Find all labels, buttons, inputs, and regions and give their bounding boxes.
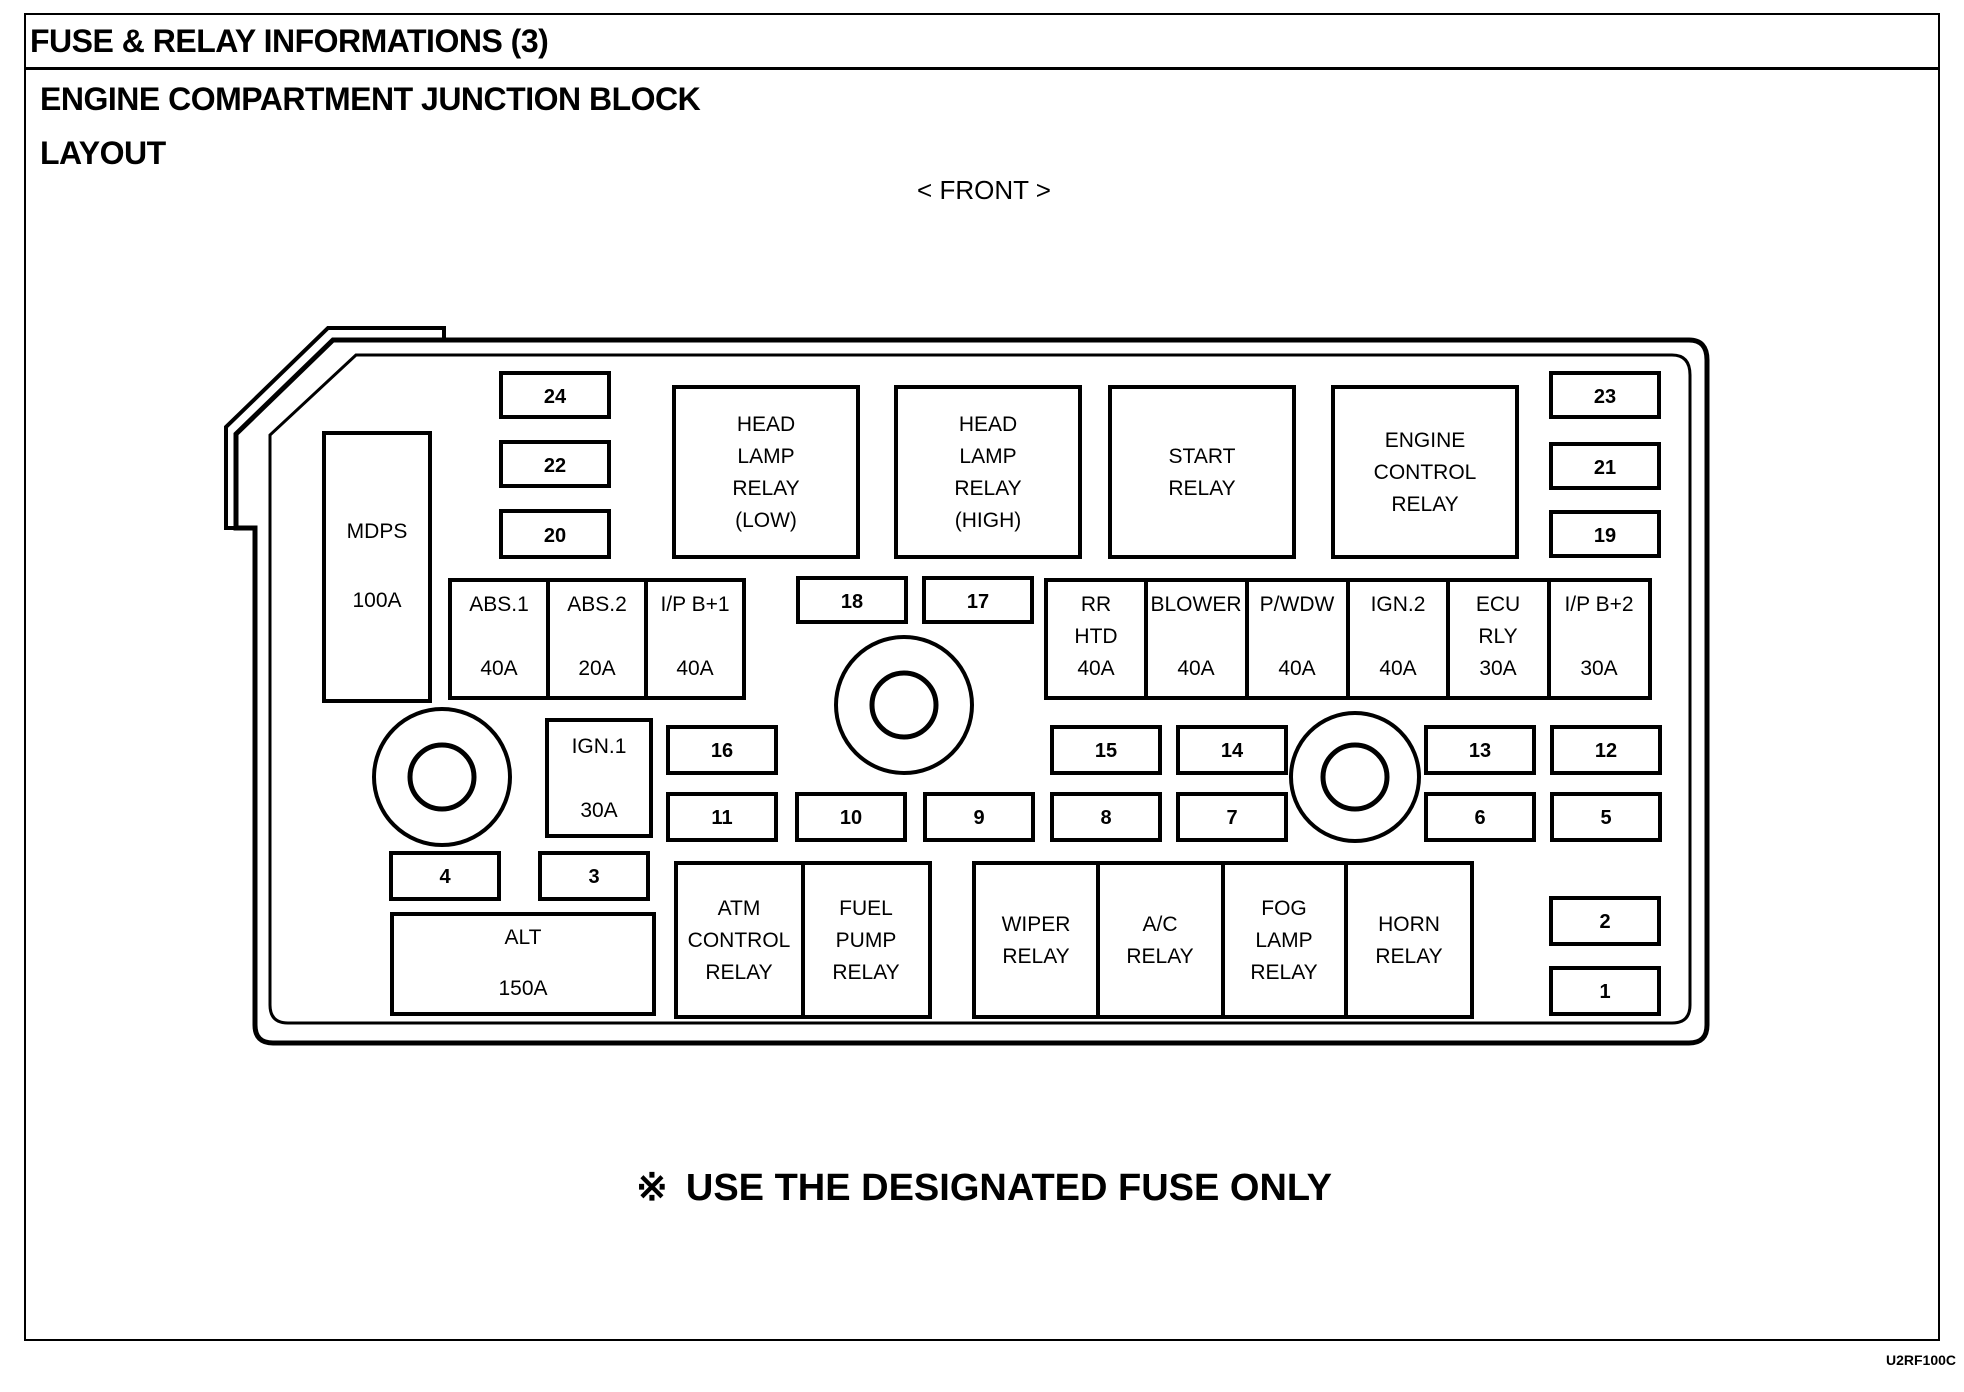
fuse-14: 14 (1221, 740, 1244, 762)
fuse-10: 10 (840, 807, 862, 829)
relay-engine-control-line: RELAY (1391, 493, 1458, 516)
link-ecu-rly-rating: 30A (1479, 657, 1516, 680)
fuse-19: 19 (1594, 525, 1616, 547)
fuse-24: 24 (544, 386, 567, 408)
relay-atm-control-line: ATM (718, 897, 761, 920)
relay-fog-lamp-line: LAMP (1255, 929, 1312, 952)
link-rr-htd-name: HTD (1074, 625, 1117, 648)
relay-head-lamp-high-line: LAMP (959, 445, 1016, 468)
relay-head-lamp-low-line: RELAY (732, 477, 799, 500)
warning-note: ※ USE THE DESIGNATED FUSE ONLY (26, 1165, 1942, 1210)
fuse-18: 18 (841, 591, 863, 613)
relay-fuel-pump-line: RELAY (832, 961, 899, 984)
fuse-1: 1 (1599, 981, 1610, 1003)
relay-horn-line: RELAY (1375, 945, 1442, 968)
link-ecu-rly-name: RLY (1478, 625, 1517, 648)
fuse-20: 20 (544, 525, 566, 547)
link-mdps-rating: 100A (352, 589, 401, 612)
relay-engine-control-line: CONTROL (1374, 461, 1477, 484)
link-ipb2-name: I/P B+2 (1564, 593, 1633, 616)
link-alt-rating: 150A (498, 977, 547, 1000)
housing-inner (268, 353, 1692, 1025)
relay-fog-lamp-line: RELAY (1250, 961, 1317, 984)
link-abs1-rating: 40A (480, 657, 517, 680)
image-code: U2RF100C (1885, 1352, 1956, 1368)
fuse-12: 12 (1595, 740, 1617, 762)
fuse-23: 23 (1594, 386, 1616, 408)
relay-wiper-line: RELAY (1002, 945, 1069, 968)
reference-mark-icon: ※ (636, 1167, 668, 1209)
relay-engine-control-line: ENGINE (1385, 429, 1466, 452)
fuse-15: 15 (1095, 740, 1117, 762)
bolt-hole-center (834, 635, 974, 775)
relay-fog-lamp-line: FOG (1261, 897, 1307, 920)
link-ipb1-rating: 40A (676, 657, 713, 680)
relay-start-line: RELAY (1168, 477, 1235, 500)
relay-wiper-line: WIPER (1002, 913, 1071, 936)
relay-head-lamp-low-line: LAMP (737, 445, 794, 468)
link-rr-htd-rating: 40A (1077, 657, 1114, 680)
link-abs2-rating: 20A (578, 657, 615, 680)
relay-atm-control-line: CONTROL (688, 929, 791, 952)
link-ipb1-name: I/P B+1 (660, 593, 729, 616)
note-text: USE THE DESIGNATED FUSE ONLY (685, 1167, 1332, 1209)
fuse-21: 21 (1594, 457, 1616, 479)
fuse-22: 22 (544, 455, 566, 477)
link-ecu-rly-name: ECU (1476, 593, 1520, 616)
fuse-3: 3 (588, 866, 599, 888)
section-title: LAYOUT (40, 135, 166, 171)
link-ign2-name: IGN.2 (1371, 593, 1426, 616)
relay-ac-line: RELAY (1126, 945, 1193, 968)
fuse-7: 7 (1226, 807, 1237, 829)
link-ipb2-rating: 30A (1580, 657, 1617, 680)
housing-outer (233, 337, 1710, 1046)
link-ign2-rating: 40A (1379, 657, 1416, 680)
link-alt-name: ALT (505, 926, 542, 949)
fuse-5: 5 (1600, 807, 1611, 829)
fuse-17: 17 (967, 591, 989, 613)
relay-horn-line: HORN (1378, 913, 1440, 936)
orientation-label: < FRONT > (917, 175, 1051, 205)
relay-head-lamp-high-line: RELAY (954, 477, 1021, 500)
fuse-8: 8 (1100, 807, 1111, 829)
fuse-9: 9 (973, 807, 984, 829)
relay-fuel-pump-line: FUEL (839, 897, 893, 920)
relay-fuel-pump-line: PUMP (836, 929, 897, 952)
bolt-hole-left (372, 707, 512, 847)
block-title: ENGINE COMPARTMENT JUNCTION BLOCK (40, 81, 701, 117)
fuse-4: 4 (439, 866, 451, 888)
fuse-11: 11 (711, 807, 732, 829)
link-pwdw-name: P/WDW (1260, 593, 1335, 616)
housing-tab (224, 326, 446, 530)
relay-head-lamp-low-line: HEAD (737, 413, 795, 436)
relay-head-lamp-high-line: (HIGH) (955, 509, 1022, 532)
bolt-hole-right (1289, 711, 1421, 843)
link-ign1-name: IGN.1 (572, 735, 627, 758)
fuse-6: 6 (1474, 807, 1485, 829)
link-pwdw-rating: 40A (1278, 657, 1315, 680)
link-rr-htd-name: RR (1081, 593, 1111, 616)
relay-head-lamp-low-line: (LOW) (735, 509, 797, 532)
relay-atm-control-line: RELAY (705, 961, 772, 984)
link-mdps-name: MDPS (347, 520, 408, 543)
relay-start-line: START (1169, 445, 1236, 468)
link-abs2-name: ABS.2 (567, 593, 627, 616)
fuse-16: 16 (711, 740, 733, 762)
link-blower-rating: 40A (1177, 657, 1214, 680)
page-frame: FUSE & RELAY INFORMATIONS (3) ENGINE COM… (24, 13, 1940, 1341)
fuse-13: 13 (1469, 740, 1491, 762)
link-blower-name: BLOWER (1150, 593, 1241, 616)
link-ign1-rating: 30A (580, 799, 617, 822)
link-abs1-name: ABS.1 (469, 593, 529, 616)
title-bar: FUSE & RELAY INFORMATIONS (3) (26, 15, 1938, 70)
fuse-2: 2 (1599, 911, 1610, 933)
page-title: FUSE & RELAY INFORMATIONS (3) (30, 23, 549, 59)
relay-ac-line: A/C (1142, 913, 1177, 936)
relay-head-lamp-high-line: HEAD (959, 413, 1017, 436)
